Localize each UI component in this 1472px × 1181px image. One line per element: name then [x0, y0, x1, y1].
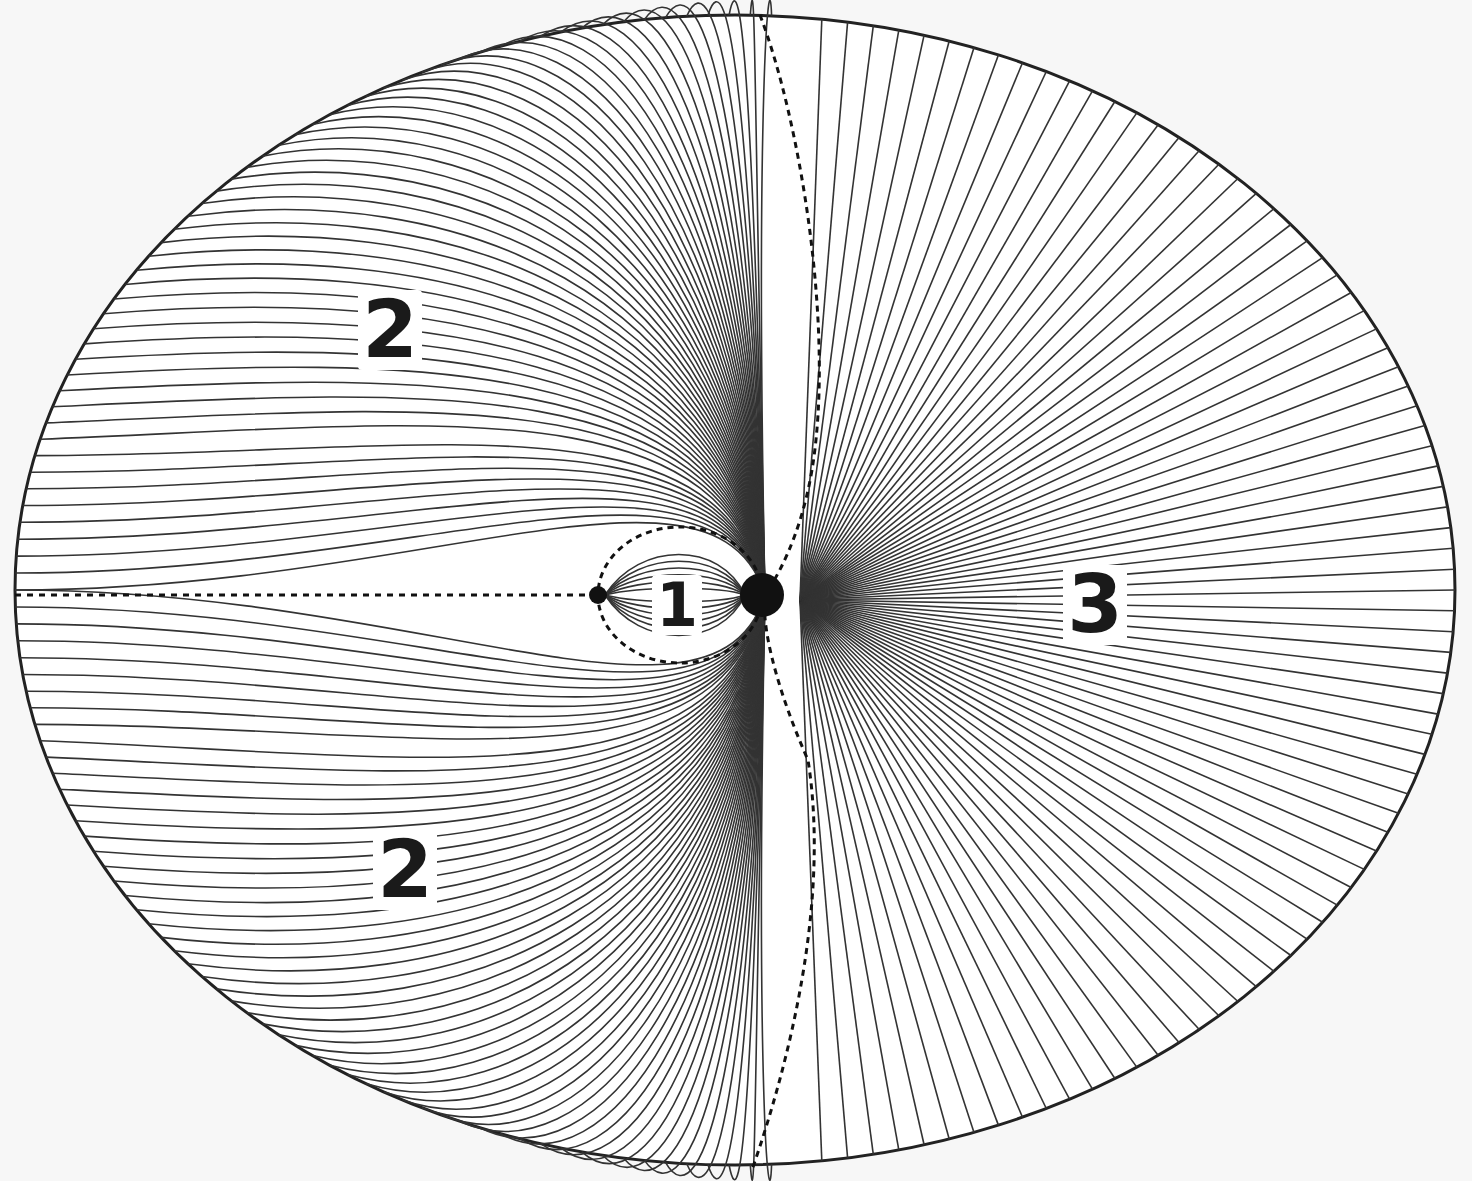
field-line [800, 193, 1256, 600]
field-line [125, 595, 765, 902]
field-line [348, 97, 766, 595]
field-line [520, 31, 765, 595]
field-line [800, 600, 1219, 1016]
field-line [800, 63, 1023, 600]
field-line [800, 48, 974, 600]
field-line [800, 600, 1070, 1099]
field-line [231, 595, 765, 1008]
field-lines [15, 0, 1455, 1180]
field-line [216, 595, 765, 996]
field-line [403, 595, 765, 1109]
field-line [800, 600, 1115, 1079]
field-line [800, 275, 1337, 600]
field-line [800, 600, 1323, 922]
field-line [800, 600, 998, 1125]
field-line [137, 595, 765, 917]
field-line [800, 600, 1455, 611]
field-line [114, 595, 765, 888]
field-line [800, 30, 899, 600]
field-line [161, 236, 765, 595]
field-line [800, 55, 998, 600]
field-line [800, 137, 1179, 600]
field-line [800, 600, 1337, 905]
field-line [60, 382, 765, 595]
field-line [53, 397, 766, 595]
small-body [589, 586, 607, 604]
central-body [740, 573, 784, 617]
field-line [94, 322, 765, 595]
field-line [800, 225, 1291, 601]
boundary-ellipse [15, 15, 1455, 1165]
field-line [800, 22, 848, 600]
field-line [800, 81, 1070, 600]
region-number: 2 [358, 290, 422, 370]
field-line [800, 241, 1307, 600]
field-line [800, 600, 1158, 1055]
field-line [104, 307, 765, 595]
field-line [800, 600, 1256, 987]
dashed-inner-boundary [598, 527, 762, 663]
field-line [800, 311, 1364, 600]
region-number: 2 [373, 830, 437, 910]
field-line [800, 600, 1023, 1117]
region-number: 3 [1063, 565, 1127, 645]
field-line [800, 600, 1238, 1002]
field-line [800, 600, 873, 1154]
field-line [800, 164, 1219, 600]
field-line [202, 197, 765, 595]
field-line [35, 445, 765, 595]
region-number: 1 [652, 575, 702, 635]
field-line [216, 184, 765, 595]
field-line [800, 125, 1158, 600]
field-line [800, 113, 1137, 600]
dashed-axis [15, 594, 598, 597]
field-line [800, 600, 1291, 956]
field-line [800, 600, 1093, 1089]
field-line [800, 600, 1179, 1043]
field-line [800, 102, 1115, 601]
field-line [800, 600, 1274, 971]
